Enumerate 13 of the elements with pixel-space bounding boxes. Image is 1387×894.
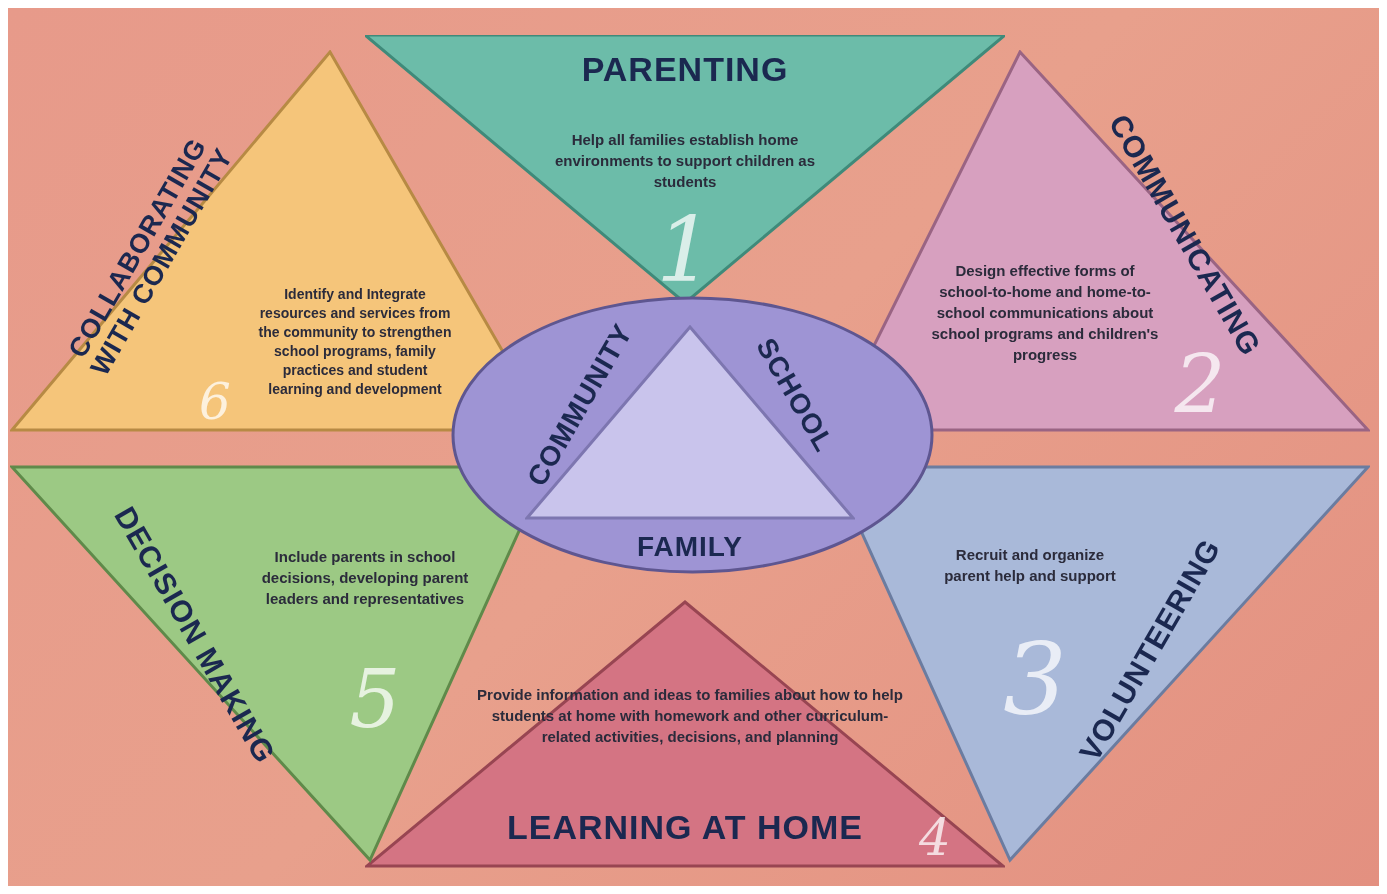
panel-number: 2 [1174,353,1226,417]
ring-label: FAMILY [635,532,745,562]
panel-heading: LEARNING AT HOME [506,810,864,846]
panel-number: 3 [1003,640,1067,720]
panel-number: 1 [656,214,714,286]
panel-description: Identify and Integrate resources and services from the community to strengthen school programs, family practices and student learning and development [257,285,453,399]
panel-heading: PARENTING [580,52,790,88]
panel-number: 6 [199,382,231,422]
panel-description: Include parents in school decisions, developing parent leaders and representatives [260,546,470,609]
panel-description: Provide information and ideas to families about how to help students at home with homework and other curriculum-related activities, decisions, and planning [476,684,904,747]
panel-description: Help all families establish home environments to support children as students [553,129,816,192]
panel-number: 4 [919,818,951,858]
panel-number: 5 [349,668,401,732]
